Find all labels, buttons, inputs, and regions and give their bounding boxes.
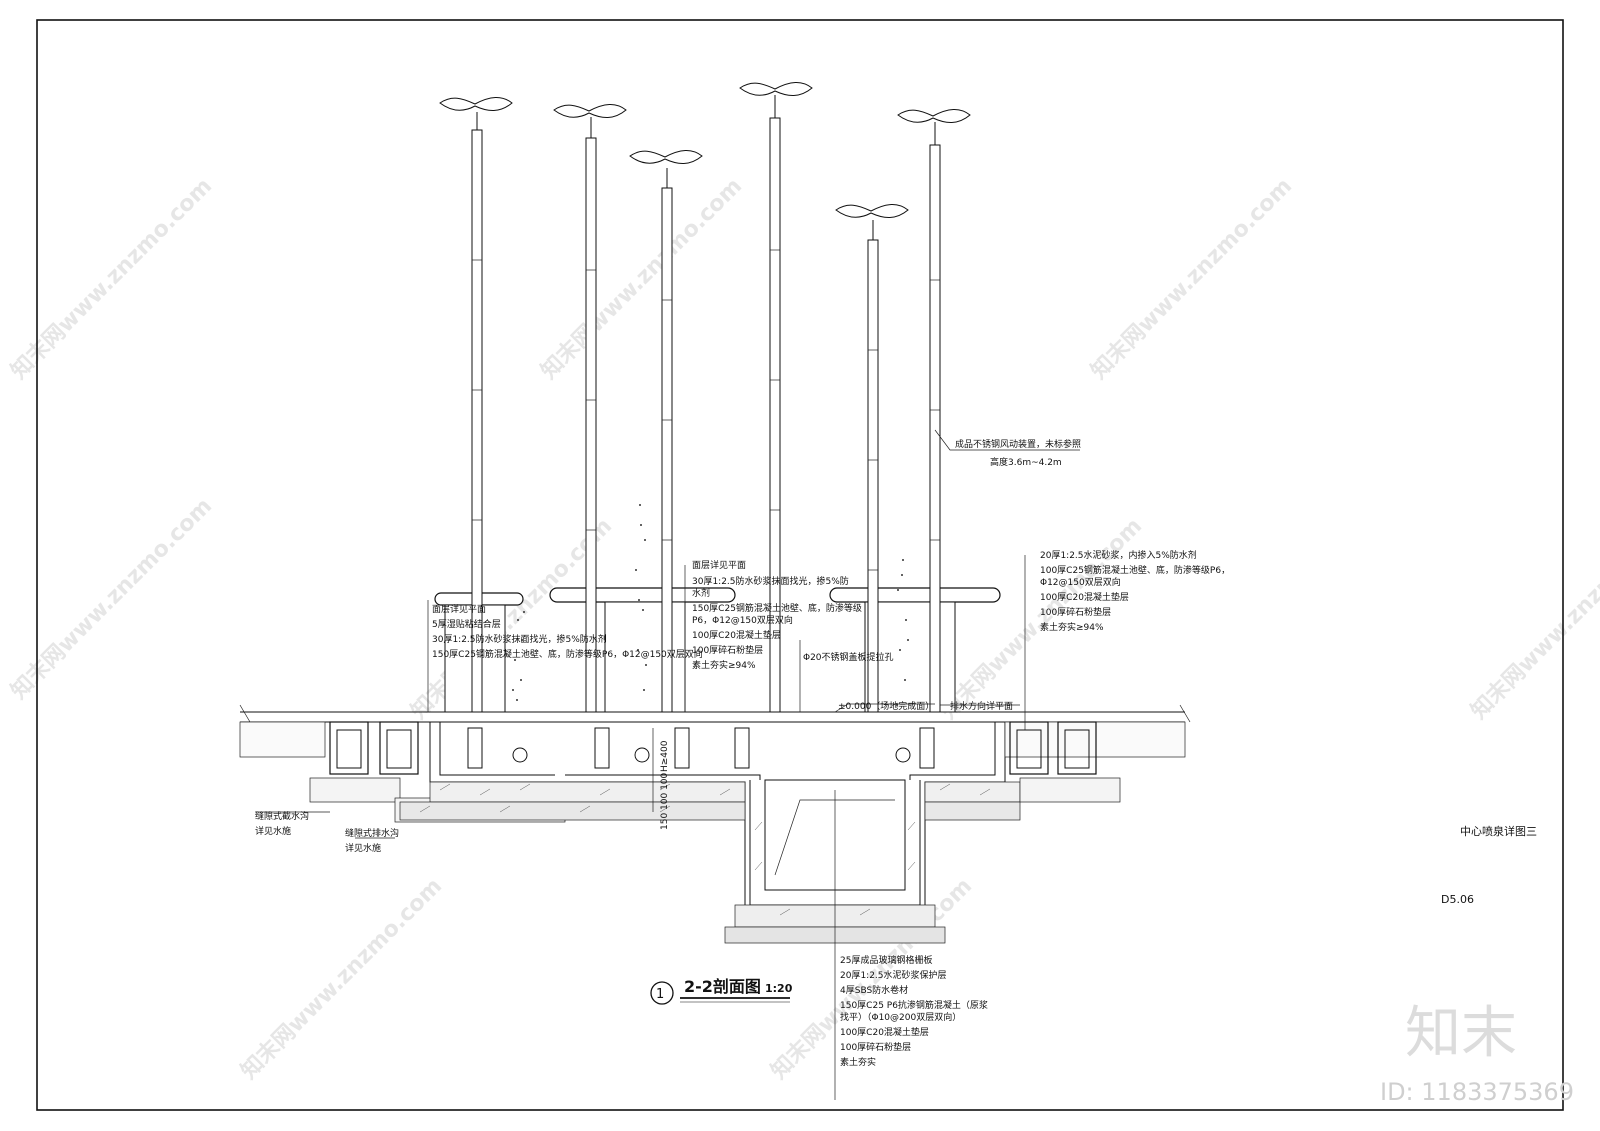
watermark-id: ID: 1183375369 [1380, 1078, 1574, 1106]
layer-note: 5厚湿贴粘结合层 [432, 618, 501, 630]
dim-height: H≥400 [660, 740, 670, 772]
layer-note: 100厚C20混凝土垫层 [692, 629, 781, 641]
dim-base: 150 100 100 [660, 772, 670, 830]
drain-note: 详见水施 [255, 825, 291, 837]
layer-note: 面层详见平面 [432, 603, 486, 615]
drain-note: 缝隙式排水沟 [345, 827, 399, 839]
annotations: 成品不锈钢风动装置，未标参照 高度3.6m~4.2m 面层详见平面 5厚湿贴粘结… [255, 438, 1230, 1068]
pole [739, 82, 813, 713]
layer-note: 150厚C25 P6抗渗钢筋混凝土（原浆 [840, 999, 988, 1011]
layer-note: 100厚碎石粉垫层 [840, 1041, 911, 1053]
water-jets [512, 504, 909, 706]
layer-note: 素土夯实≥94% [692, 659, 756, 671]
layer-note: 150厚C25钢筋混凝土池壁、底，防渗等级P6，Φ12@150双层双向 [432, 648, 703, 660]
layer-note: 20厚1:2.5水泥砂浆保护层 [840, 969, 947, 981]
sheet-number: D5.06 [1441, 893, 1474, 906]
layer-note: 20厚1:2.5水泥砂浆，内掺入5%防水剂 [1040, 549, 1197, 561]
layer-note: 30厚1:2.5防水砂浆抹面找光，掺5%防 [692, 575, 849, 587]
pole [553, 104, 627, 713]
layer-note: 100厚C20混凝土垫层 [1040, 591, 1129, 603]
drain-slope-note: 排水方向详平面 [950, 700, 1013, 712]
watermark-text: 知末网www.znzmo.com [536, 173, 747, 384]
watermark-text: 知末网www.znzmo.com [406, 513, 617, 724]
pole [629, 150, 703, 713]
pole-note: 成品不锈钢风动装置，未标参照 [955, 438, 1081, 450]
layer-note: 面层详见平面 [692, 559, 746, 571]
level-note: ±0.000（场地完成面） [838, 700, 934, 712]
title-circle-icon [650, 981, 674, 1005]
pole [439, 97, 513, 713]
layer-note: 30厚1:2.5防水砂浆抹面找光，掺5%防水剂 [432, 633, 607, 645]
layer-note: 25厚成品玻璃钢格栅板 [840, 954, 932, 966]
layer-note: 找平）（Φ10@200双层双向） [840, 1011, 961, 1023]
layer-note: Φ12@150双层双向 [1040, 576, 1121, 588]
sheet-title: 中心喷泉详图三 [1460, 824, 1537, 838]
layer-note: 100厚碎石粉垫层 [692, 644, 763, 656]
layer-note: 150厚C25钢筋混凝土池壁、底，防渗等级 [692, 602, 862, 614]
pump-units [467, 727, 935, 769]
left-layer-notes: 面层详见平面 5厚湿贴粘结合层 30厚1:2.5防水砂浆抹面找光，掺5%防水剂 … [432, 603, 703, 660]
section-title-block: 1 2-2剖面图 1:20 [650, 977, 793, 1005]
watermark-logo: 知末 [1405, 1001, 1517, 1066]
right-layer-notes: 20厚1:2.5水泥砂浆，内掺入5%防水剂 100厚C25钢筋混凝土池壁、底，防… [1040, 549, 1230, 633]
pole-height-note: 高度3.6m~4.2m [990, 456, 1062, 468]
layer-note: 素土夯实 [840, 1056, 876, 1068]
layer-note: 100厚碎石粉垫层 [1040, 606, 1111, 618]
watermark-text: 知末网www.znzmo.com [236, 873, 447, 1084]
section-scale: 1:20 [765, 982, 793, 995]
layer-note: 100厚C25钢筋混凝土池壁、底，防渗等级P6， [1040, 564, 1230, 576]
layer-note: P6，Φ12@150双层双向 [692, 614, 793, 626]
drain-note: 详见水施 [345, 842, 381, 854]
watermark-text: 知末网www.znzmo.com [1086, 173, 1297, 384]
ground-and-pools [239, 704, 1191, 944]
grate-note: Φ20不锈钢盖板提拉孔 [803, 651, 894, 663]
pole [897, 109, 971, 713]
center-layer-notes: 面层详见平面 30厚1:2.5防水砂浆抹面找光，掺5%防 水剂 150厚C25钢… [692, 559, 862, 671]
layer-note: 100厚C20混凝土垫层 [840, 1026, 929, 1038]
layer-note: 水剂 [692, 587, 710, 599]
watermark-text: 知末网www.znzmo.com [936, 513, 1147, 724]
drain-note: 缝隙式截水沟 [255, 810, 309, 822]
section-title: 2-2剖面图 [684, 977, 761, 996]
bottom-layer-notes: 25厚成品玻璃钢格栅板 20厚1:2.5水泥砂浆保护层 4厚SBS防水卷材 15… [840, 954, 988, 1068]
watermark-layer: 知末网www.znzmo.com 知末网www.znzmo.com 知末网www… [6, 173, 1600, 1084]
layer-note: 素土夯实≥94% [1040, 621, 1104, 633]
drawing-frame [36, 19, 1564, 1111]
watermark-text: 知末网www.znzmo.com [1466, 513, 1600, 724]
pole [835, 204, 909, 713]
title-circle-number: 1 [656, 987, 664, 1002]
wind-poles [439, 82, 971, 713]
leader-lines [255, 429, 1080, 1100]
layer-note: 4厚SBS防水卷材 [840, 984, 908, 996]
